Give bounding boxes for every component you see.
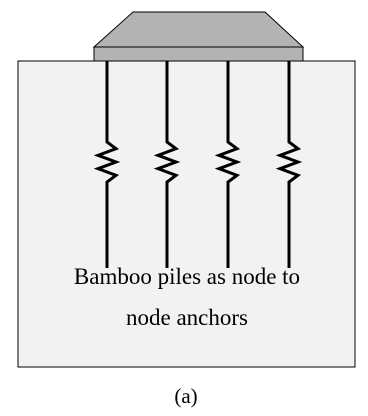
pile-cap (92, 11, 305, 48)
panel-label: (a) (174, 384, 197, 408)
bamboo-pile-1 (93, 61, 121, 268)
pile-cap-base (93, 46, 304, 62)
bamboo-piles (93, 61, 303, 268)
caption-line-1: Bamboo piles as node to (74, 264, 300, 289)
bamboo-pile-3 (214, 61, 242, 268)
bamboo-pile-4 (275, 61, 303, 268)
soil-block (17, 60, 356, 368)
caption-line-2: node anchors (126, 305, 248, 330)
bamboo-pile-2 (153, 61, 181, 268)
